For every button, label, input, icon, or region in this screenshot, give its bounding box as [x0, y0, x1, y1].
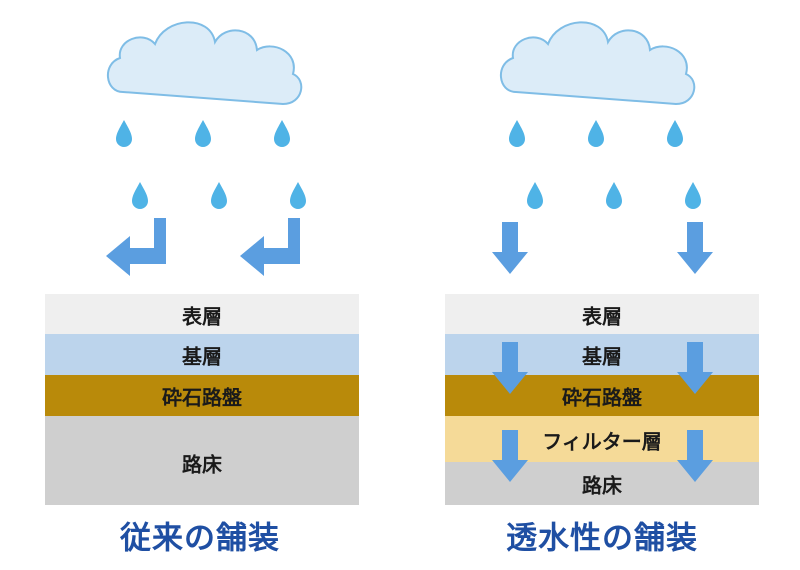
right-raindrop-icons	[509, 120, 701, 209]
right-label-crushed-stone: 砕石路盤	[562, 385, 642, 410]
left-runoff-arrows	[106, 218, 300, 276]
raindrop-icon	[116, 120, 132, 147]
raindrop-icon	[588, 120, 604, 147]
left-label-subgrade: 路床	[182, 452, 222, 477]
deflected-arrow-icon	[240, 218, 300, 276]
left-raindrop-icons	[116, 120, 306, 209]
raindrop-icon	[195, 120, 211, 147]
left-layer-base	[45, 334, 359, 375]
right-layer-base	[445, 334, 759, 375]
raindrop-icon	[606, 182, 622, 209]
right-layer-filter	[445, 416, 759, 462]
raindrop-icon	[274, 120, 290, 147]
raindrop-icon	[667, 120, 683, 147]
left-layer-crushed-stone	[45, 375, 359, 416]
right-label-filter: フィルター層	[542, 429, 662, 454]
left-label-surface: 表層	[182, 304, 222, 329]
right-layer-subgrade	[445, 462, 759, 505]
right-cloud-icon	[499, 21, 696, 105]
left-layer-surface	[45, 294, 359, 334]
left-caption: 従来の舗装	[120, 520, 280, 557]
right-layer-surface	[445, 294, 759, 334]
raindrop-icon	[527, 182, 543, 209]
right-label-base: 基層	[582, 344, 622, 369]
raindrop-icon	[290, 182, 306, 209]
left-label-crushed-stone: 砕石路盤	[162, 385, 242, 410]
right-layer-crushed-stone	[445, 375, 759, 416]
raindrop-icon	[685, 182, 701, 209]
right-pavement-layers	[445, 294, 759, 505]
left-pavement-layers	[45, 294, 359, 505]
down-arrow-icon	[677, 222, 713, 274]
right-label-subgrade: 路床	[582, 473, 622, 498]
left-label-base: 基層	[182, 344, 222, 369]
left-cloud-icon	[106, 21, 303, 105]
raindrop-icon	[509, 120, 525, 147]
raindrop-icon	[132, 182, 148, 209]
raindrop-icon	[211, 182, 227, 209]
left-layer-subgrade	[45, 416, 359, 505]
deflected-arrow-icon	[106, 218, 166, 276]
right-label-surface: 表層	[582, 304, 622, 329]
down-arrow-icon	[492, 222, 528, 274]
right-caption: 透水性の舗装	[506, 520, 698, 557]
